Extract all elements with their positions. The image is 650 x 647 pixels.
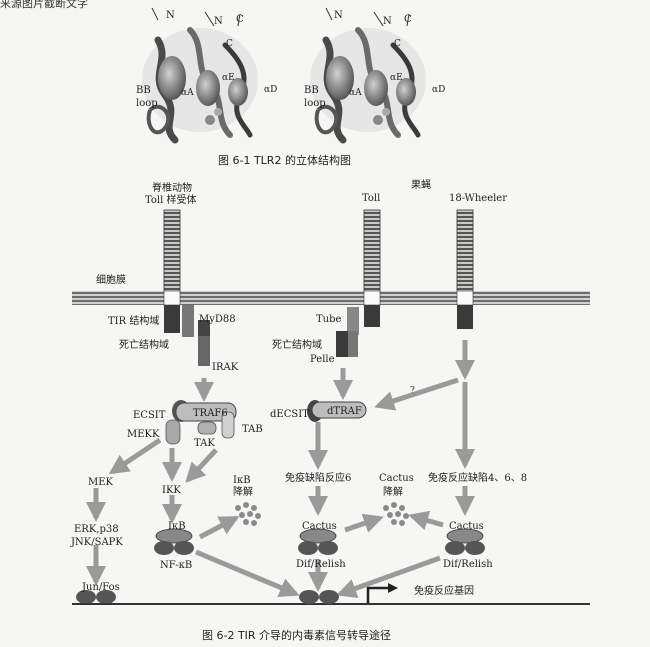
label-alpha-a: αA xyxy=(349,88,362,98)
label-n-1: N xyxy=(334,10,343,21)
pelle-block xyxy=(336,331,348,357)
tube-block xyxy=(347,307,359,335)
label-dif-relish-right: Dif/Relish xyxy=(443,559,493,570)
label-n-2: N xyxy=(214,16,223,27)
label-death-domain-left: 死亡结构域 xyxy=(119,338,169,351)
figure-6-2: 脊椎动物 Toll 样受体 果蝇 Toll 18-Wheeler 细胞膜 TIR xyxy=(70,179,590,605)
header-fruit-fly: 果蝇 xyxy=(411,179,431,191)
label-cactus-middle: Cactus xyxy=(302,521,337,532)
label-c2: C xyxy=(394,39,401,49)
label-myd88: MyD88 xyxy=(199,314,236,325)
toll-tail-block xyxy=(364,305,380,327)
label-bb: BB xyxy=(136,85,151,96)
label-dif-relish-middle: Dif/Relish xyxy=(296,559,346,570)
pathway-arrows xyxy=(86,340,475,598)
label-mekk: MEKK xyxy=(127,429,160,440)
label-c: C xyxy=(404,14,412,25)
label-bb: BB xyxy=(304,85,319,96)
label-nfkb: NF-κB xyxy=(160,560,192,571)
cell-membrane xyxy=(72,291,590,305)
label-dtraf: dTRAF xyxy=(327,406,362,417)
label-jnk-sapk: JNK/SAPK xyxy=(70,537,123,548)
figure-6-1: N N C C αE αA αD BB loop xyxy=(136,7,445,144)
label-traf6: TRAF6 xyxy=(193,408,228,419)
label-alpha-e: αE xyxy=(222,73,235,83)
label-question: ? xyxy=(410,386,415,396)
myd88-block xyxy=(182,305,194,337)
label-immune-gene: 免疫反应基因 xyxy=(414,584,474,597)
receptor-tlr xyxy=(163,209,181,293)
header-toll: Toll xyxy=(362,193,380,204)
cactus-dif-complex-right xyxy=(445,528,485,555)
label-pelle: Pelle xyxy=(310,354,335,365)
ikb-nfkb-complex xyxy=(154,528,194,555)
cactus-degradation-dots xyxy=(383,502,409,526)
label-n-1: N xyxy=(166,10,175,21)
label-immune-deficiency-468: 免疫反应缺陷4、6、8 xyxy=(428,471,527,484)
header-vertebrate: 脊椎动物 xyxy=(152,181,192,194)
receptor-18-wheeler xyxy=(456,209,474,293)
receptor-toll xyxy=(363,209,381,293)
label-c2: C xyxy=(226,39,233,49)
traf6-complex xyxy=(165,400,237,445)
cactus-dif-complex-middle xyxy=(298,528,338,555)
label-jun-fos: Jun/Fos xyxy=(81,582,120,593)
figure-6-2-caption: 图 6-2 TIR 介导的内毒素信号转导途径 xyxy=(202,629,392,642)
label-death-domain-right: 死亡结构域 xyxy=(272,338,322,351)
label-alpha-d: αD xyxy=(432,85,445,95)
label-immune-deficiency-6: 免疫缺陷反应6 xyxy=(285,471,351,484)
label-cactus-degrade: Cactus xyxy=(379,473,414,484)
label-alpha-a: αA xyxy=(181,88,194,98)
label-alpha-e: αE xyxy=(390,73,403,83)
label-tir-domain: TIR 结构域 xyxy=(108,314,159,327)
label-ikb: IκB xyxy=(168,521,186,532)
header-18-wheeler: 18-Wheeler xyxy=(449,193,507,204)
label-erk-p38: ERK,p38 xyxy=(74,524,119,535)
label-cactus-right: Cactus xyxy=(449,521,484,532)
label-loop: loop xyxy=(136,98,158,109)
truncated-top-text: 来源图片截断文字 xyxy=(0,0,88,10)
label-loop: loop xyxy=(304,98,326,109)
tlr2-structure-left: N N C C αE αA αD BB loop xyxy=(136,7,277,144)
wheeler-tail-block xyxy=(457,305,473,329)
label-n-2: N xyxy=(383,16,392,27)
ikb-degradation-dots xyxy=(235,502,261,526)
label-tab: TAB xyxy=(242,424,263,435)
tlr2-structure-right: N N C C αE αA αD BB loop xyxy=(304,7,445,144)
label-tak: TAK xyxy=(194,438,215,449)
label-ikk: IKK xyxy=(162,485,181,496)
jun-fos-dimer xyxy=(76,590,116,604)
figure-6-1-caption: 图 6-1 TLR2 的立体结构图 xyxy=(218,154,351,167)
dtraf-complex xyxy=(307,400,367,422)
tir-domain-block xyxy=(164,305,180,333)
label-tube: Tube xyxy=(316,314,342,325)
label-alpha-d: αD xyxy=(264,85,277,95)
label-c: C xyxy=(236,14,244,25)
label-ecsit: ECSIT xyxy=(133,410,166,421)
label-cactus-degrade-2: 降解 xyxy=(383,485,403,498)
label-decsit: dECSIT xyxy=(270,409,309,420)
label-irak: IRAK xyxy=(212,362,239,373)
gene-promoter-arrow xyxy=(366,586,392,603)
label-membrane: 细胞膜 xyxy=(96,273,126,286)
label-ikb-degrade: IκB xyxy=(233,475,251,486)
label-ikb-degrade-2: 降解 xyxy=(233,485,253,498)
header-toll-like-receptor: Toll 样受体 xyxy=(145,193,197,206)
nuclear-dimer xyxy=(299,590,339,604)
label-mek: MEK xyxy=(88,477,114,488)
